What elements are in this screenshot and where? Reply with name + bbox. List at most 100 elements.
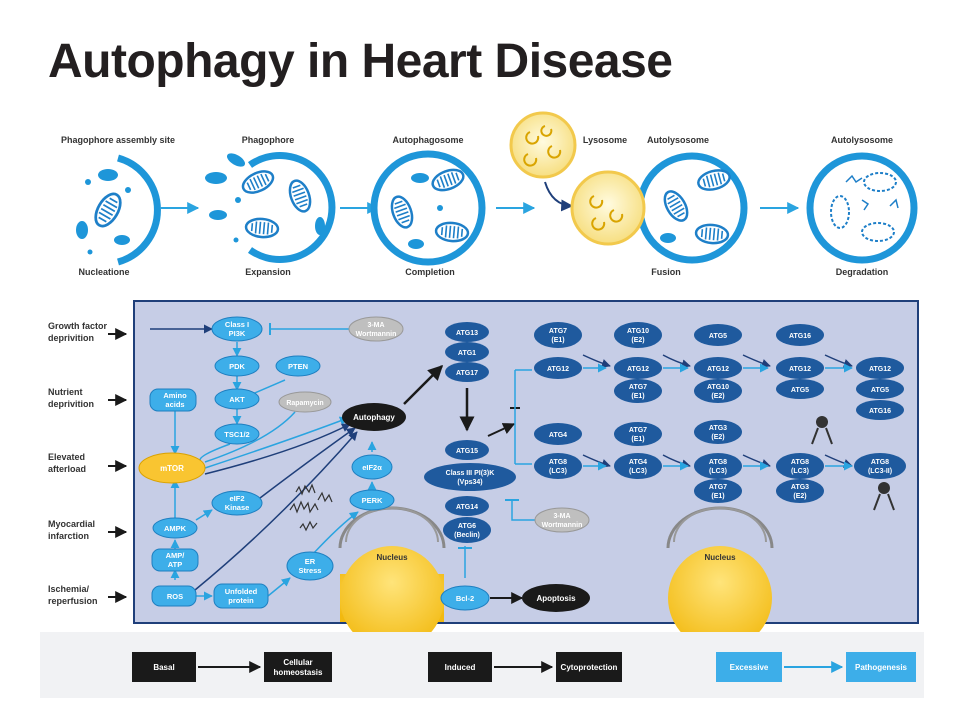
node-atg8-lc3-c: ATG8 (LC3) [776,453,824,479]
node-ros: ROS [151,585,197,607]
node-atg12-a: ATG12 [534,357,582,379]
node-atg7-e1-c: ATG7 (E1) [614,422,662,446]
node-atg10-e2-b: ATG10(E2) [694,379,742,403]
node-atg16-a: ATG16 [776,324,824,346]
stimulus-ischemia: Ischemia/reperfusion [48,584,128,606]
svg-text:ATG3: ATG3 [791,484,809,491]
svg-text:ER: ER [305,557,316,566]
stage-label-lysosome: Lysosome [583,135,627,145]
node-tsc12: TSC1/2 [214,423,260,445]
svg-text:Cytoprotection: Cytoprotection [561,663,618,672]
svg-text:TSC1/2: TSC1/2 [224,430,249,439]
svg-text:AMPK: AMPK [164,524,187,533]
node-amp-atp: AMP/ ATP [151,548,199,572]
svg-text:(LC3): (LC3) [791,468,809,475]
svg-text:PERK: PERK [362,496,383,505]
svg-text:Growth factor: Growth factor [48,321,107,331]
node-ampk: AMPK [152,517,198,539]
stage-nucleation-illustration [76,154,161,266]
svg-text:Rapamycin: Rapamycin [286,400,323,407]
svg-text:(E1): (E1) [551,337,564,344]
svg-text:ATG1: ATG1 [458,350,476,357]
svg-text:protein: protein [228,596,254,605]
svg-text:(E1): (E1) [631,436,644,443]
node-autophagy: Autophagy [342,403,406,431]
svg-text:Ischemia/: Ischemia/ [48,584,90,594]
node-atg12-c: ATG12 [694,357,742,379]
nucleus-label-left: Nucleus [376,553,408,562]
svg-text:Class III PI(3)K: Class III PI(3)K [446,470,495,477]
node-atg3-e2-a: ATG3 (E2) [694,420,742,444]
node-apoptosis: Apoptosis [522,584,590,612]
stage-label-completion: Completion [405,267,455,277]
lipid-anchor-upper [811,416,833,445]
legend-basal: Basal Cellular homeostasis [132,652,332,682]
node-atg7-e1-d: ATG7(E1) [694,479,742,503]
pathway-connections [150,323,853,604]
svg-text:(LC3): (LC3) [549,468,567,475]
stage-labels-top: Phagophore assembly site Phagophore Auto… [61,135,893,145]
svg-text:ATG4: ATG4 [549,432,567,439]
svg-text:AMP/: AMP/ [166,551,186,560]
svg-text:(LC3): (LC3) [629,468,647,475]
svg-text:ATG8: ATG8 [791,459,809,466]
svg-text:PI3K: PI3K [229,329,246,338]
svg-text:(E2): (E2) [711,434,724,441]
svg-text:ATG8: ATG8 [709,459,727,466]
svg-text:afterload: afterload [48,464,86,474]
node-bcl2: Bcl-2 [440,585,490,611]
svg-text:eIF2: eIF2 [229,494,244,503]
node-atg7-e1-a: ATG7(E1) [534,322,582,348]
svg-text:ATG5: ATG5 [709,333,727,340]
svg-text:(E2): (E2) [631,337,644,344]
svg-text:ATG12: ATG12 [789,366,811,373]
stage-degradation-illustration [806,152,918,264]
svg-text:Myocardial: Myocardial [48,519,95,529]
node-elf2-kinase: eIF2 Kinase [211,490,263,516]
svg-text:ATG12: ATG12 [547,366,569,373]
svg-text:Apoptosis: Apoptosis [536,594,576,603]
node-atg1: ATG1 [445,342,489,362]
legend-induced: Induced Cytoprotection [428,652,622,682]
svg-text:(Beclin): (Beclin) [454,532,480,539]
svg-text:Class I: Class I [225,320,249,329]
svg-text:PTEN: PTEN [288,362,308,371]
svg-text:ATG16: ATG16 [869,408,891,415]
svg-text:ATG16: ATG16 [789,333,811,340]
nucleus-right: Nucleus [666,506,774,650]
node-pdk: PDK [214,355,260,377]
stage-label-assembly-site: Phagophore assembly site [61,135,175,145]
svg-text:ATG8: ATG8 [871,459,889,466]
stage-labels-bottom: Nucleatione Expansion Completion Fusion … [78,267,888,277]
svg-text:(Vps34): (Vps34) [457,479,482,486]
svg-text:Amino: Amino [163,391,187,400]
node-atg6-beclin: ATG6(Beclin) [443,517,491,543]
misfolded-protein-illustration [289,483,333,532]
node-atg13: ATG13 [445,322,489,342]
svg-text:ATG3: ATG3 [709,425,727,432]
stage-label-autophagosome: Autophagosome [393,135,464,145]
lysosome-illustration [509,111,577,179]
svg-text:Nutrient: Nutrient [48,387,83,397]
svg-text:ATG12: ATG12 [707,366,729,373]
svg-text:ATG15: ATG15 [456,448,478,455]
svg-text:PDK: PDK [229,362,245,371]
svg-text:(E2): (E2) [711,393,724,400]
svg-text:ATG17: ATG17 [456,370,478,377]
node-atg7-e1-b: ATG7(E1) [614,379,662,403]
svg-text:3-MA: 3-MA [553,513,570,520]
node-3ma-wortmannin-bottom: 3-MA Wortmannin [534,507,590,533]
svg-text:Kinase: Kinase [225,503,250,512]
svg-text:ATG10: ATG10 [627,328,649,335]
stage-expansion-illustration [205,152,336,263]
node-atg4-lc3: ATG4(LC3) [614,453,662,479]
nucleus-left: Nucleus [338,506,446,650]
svg-text:ATG7: ATG7 [629,427,647,434]
svg-text:Cellular: Cellular [283,658,312,667]
